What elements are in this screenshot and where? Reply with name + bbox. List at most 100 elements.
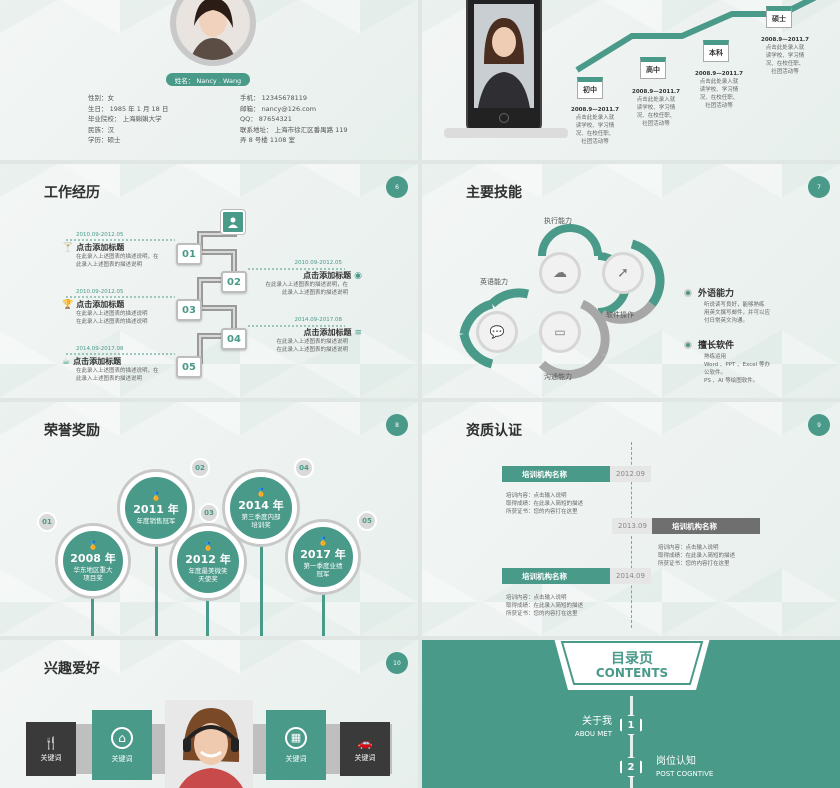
calendar-icon: 硕士 [766,6,792,28]
cert-line: 取得成绩：在此录入简短的描述 [506,501,584,507]
contents-title-en: CONTENTS [595,666,669,680]
page-number: 7 [808,176,830,198]
slide-hobbies[interactable]: 兴趣爱好 10 🍴 关键词 ⌂ 关键词 ▦ 关键词 🚗 关键词 [0,640,418,788]
slide-title: 工作经历 [44,185,100,201]
work-item-desc: 在此录入上述图表的描述说明 [76,311,148,317]
page-number: 8 [386,414,408,436]
skill-circle-english: 💬 [476,311,518,353]
work-item-desc: 在此录入上述图表的描述说明，在 [76,368,159,374]
skill-label-comm: 沟通能力 [544,373,572,381]
honor-year: 2012 年 [185,552,231,566]
work-item-number: 02 [221,271,247,293]
contents-item-cn: 关于我 [582,716,612,727]
message-icon: ▭ [554,325,566,339]
cert-line: 所获证书：您的内容打在这里 [506,611,578,617]
contents-item-link[interactable]: 关于我 ABOU MET [552,712,612,738]
cert-line: 培训内容：点击输入说明 [658,545,719,551]
phone-shadow [444,128,568,138]
cert-line: 所获证书：您的内容打在这里 [658,561,730,567]
chat-icon: 💬 [489,325,505,339]
work-item: 2014.09-2017.08 ☕ 点击添加标题 在此录入上述图表的描述说明，在… [62,345,174,383]
info-qq: QQ： 87654321 [240,115,292,123]
edu-step-date: 2008.9—2011.7 [761,37,809,43]
tree-stem [322,586,325,636]
page-number: 6 [386,176,408,198]
cert-name: 培训机构名称 [652,518,760,534]
skill-detail-desc: Word 、PPT 、Excel 等办 [704,362,770,368]
work-item-desc: 在此录入上述图表的描述说明 [276,347,348,353]
tree-stem [206,592,209,636]
work-item: 2014.09-2017.08 点击添加标题 ≡ 在此录入上述图表的描述说明 在… [250,316,362,354]
honor-circle: 🏅 2014 年 第三季度内部 培训奖 [225,472,297,544]
edu-step-desc: 况、在校任职、 [636,113,676,119]
info-degree: 学历：硕士 [88,136,121,144]
cert-line: 取得成绩：在此录入简短的描述 [658,553,736,559]
contents-axis [630,696,633,788]
hobby-photo [165,700,253,788]
cert-details: 培训内容：点击输入说明 取得成绩：在此录入简短的描述 所获证书：您的内容打在这里 [506,492,583,516]
honor-desc: 天使奖 [198,574,218,583]
database-icon: ≡ [354,327,362,338]
honor-circle: 🏅 2008 年 华东地区重大 项目奖 [58,526,128,596]
slide-profile[interactable]: 姓名： Nancy . Wang 性别：女 生日： 1985 年 1 月 18 … [0,0,418,160]
work-item-title: 点击添加标题 [303,271,352,280]
keyword-label: 关键词 [111,754,133,763]
bullet-icon [684,288,692,297]
slide-work-experience[interactable]: 工作经历 6 01 02 03 04 05 2010.09-2012.05 🍸 … [0,164,418,398]
avatar [170,0,256,66]
contents-number: 2 [627,761,635,773]
keyword-label: 关键词 [285,754,307,763]
edu-step-label: 初中 [583,86,597,94]
cert-name: 培训机构名称 [502,466,610,482]
slide-skills[interactable]: 主要技能 7 ☁ ➚ 💬 ▭ 执行能力 英语能力 软件操作 沟通能力 外语能力 … [422,164,840,398]
hobby-keyword: ▦ 关键词 [266,710,326,780]
medal-icon: 🏅 [88,540,98,550]
skill-label-exec: 执行能力 [544,217,572,225]
work-item-title: 点击添加标题 [303,328,352,337]
work-item-desc: 此录入上述图表的描述说明 [281,290,348,296]
contents-title-cn: 目录页 [611,651,653,667]
info-ethnicity: 民族：汉 [88,125,114,134]
edu-step-desc: 读学校、学习情 [765,53,805,59]
edu-step-desc: 读学校、学习情 [636,105,676,111]
cert-line: 取得成绩：在此录入简短的描述 [506,603,584,609]
honor-desc: 冠军 [316,569,330,578]
work-item-date: 2010.09-2012.05 [76,232,124,238]
contents-number-badge [620,756,642,778]
tree-stem [155,530,158,636]
slide-certifications[interactable]: 资质认证 9 培训机构名称 2012.09 培训内容：点击输入说明 取得成绩：在… [422,402,840,636]
edu-step-text: 2008.9—2011.7 点击此处录入就 读学校、学习情 况、在校任职、 社团… [688,70,750,110]
slide-title: 资质认证 [466,423,522,439]
bed-icon: ⌂ [111,726,133,749]
bullet-icon [684,340,692,349]
cert-date: 2013.09 [612,518,653,534]
info-email: 邮箱： nancy@126.com [240,104,317,113]
edu-step-label: 高中 [646,66,660,74]
phone-home-button [499,113,509,123]
edu-step-desc: 况、在校任职、 [699,95,739,101]
slide-contents[interactable]: 目录页 CONTENTS 1 关于我 ABOU MET 2 岗位认知 POST … [422,640,840,788]
skill-circle-exec: ☁ [539,252,581,294]
slide-honors[interactable]: 荣誉奖励 8 01 02 03 04 05 🏅 2008 年 华东地区重大 项目… [0,402,418,636]
edu-step-date: 2008.9—2011.7 [571,107,619,113]
calendar-icon: 初中 [577,77,603,99]
keyword-label: 关键词 [354,753,376,762]
cert-line: 所获证书：您的内容打在这里 [506,509,578,515]
edu-step-text: 2008.9—2011.7 点击此处录入就 读学校、学习情 况、在校任职、 社团… [625,88,687,128]
medal-icon: 🏅 [318,536,328,546]
calendar-icon: ▦ [285,726,307,749]
cert-line: 培训内容：点击输入说明 [506,493,567,499]
edu-step-desc: 读学校、学习情 [575,123,615,129]
contents-item-link[interactable]: 岗位认知 POST COGNTIVE [656,752,756,778]
edu-step-desc: 况、在校任职、 [575,131,615,137]
edu-step-text: 2008.9—2011.7 点击此处录入就 读学校、学习情 况、在校任职、 社团… [754,36,816,76]
work-item-date: 2014.09-2017.08 [76,346,124,352]
slide-education[interactable]: 初中 高中 本科 硕士 2008.9—2011.7 点击此处录入就 读学校、学习… [422,0,840,160]
honor-number: 03 [199,503,219,523]
tree-stem [260,530,263,636]
timeline-axis [631,442,632,628]
work-item-number: 05 [176,356,202,378]
honor-circle: 🏅 2017 年 第一季度业绩 冠军 [288,522,358,592]
skills-arc-diagram [459,224,665,380]
skill-detail-desc: 公软件。 [704,370,727,376]
